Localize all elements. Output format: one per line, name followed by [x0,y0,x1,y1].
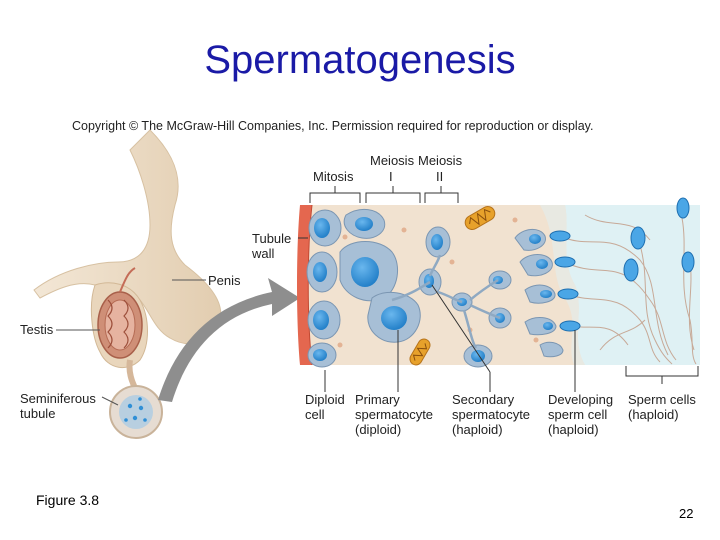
sperm-cells [549,197,695,332]
testis-illustration [97,267,143,359]
label-meiosis-2: Meiosis [418,153,463,168]
primary-spermatocytes [339,208,421,343]
diploid-cells [306,209,342,368]
label-sperm-cells: Sperm cells(haploid) [628,392,696,422]
label-testis: Testis [20,322,54,337]
label-meiosis-ii: II [436,169,444,184]
developing-sperm-cells [514,229,564,358]
mitochondria [409,205,496,366]
magnification-arrow [158,278,300,402]
page-number: 22 [679,506,694,521]
label-meiosis-1: Meiosis [370,153,415,168]
stage-brackets [309,186,699,384]
label-meiosis-i: I [389,169,393,184]
label-mitosis: Mitosis [313,169,354,184]
copyright-notice: Copyright © The McGraw-Hill Companies, I… [72,119,594,133]
figure-label: Figure 3.8 [36,492,100,508]
label-penis: Penis [208,273,241,288]
slide-title: Spermatogenesis [204,38,516,82]
seminiferous-tubule-crosssection [109,359,163,439]
